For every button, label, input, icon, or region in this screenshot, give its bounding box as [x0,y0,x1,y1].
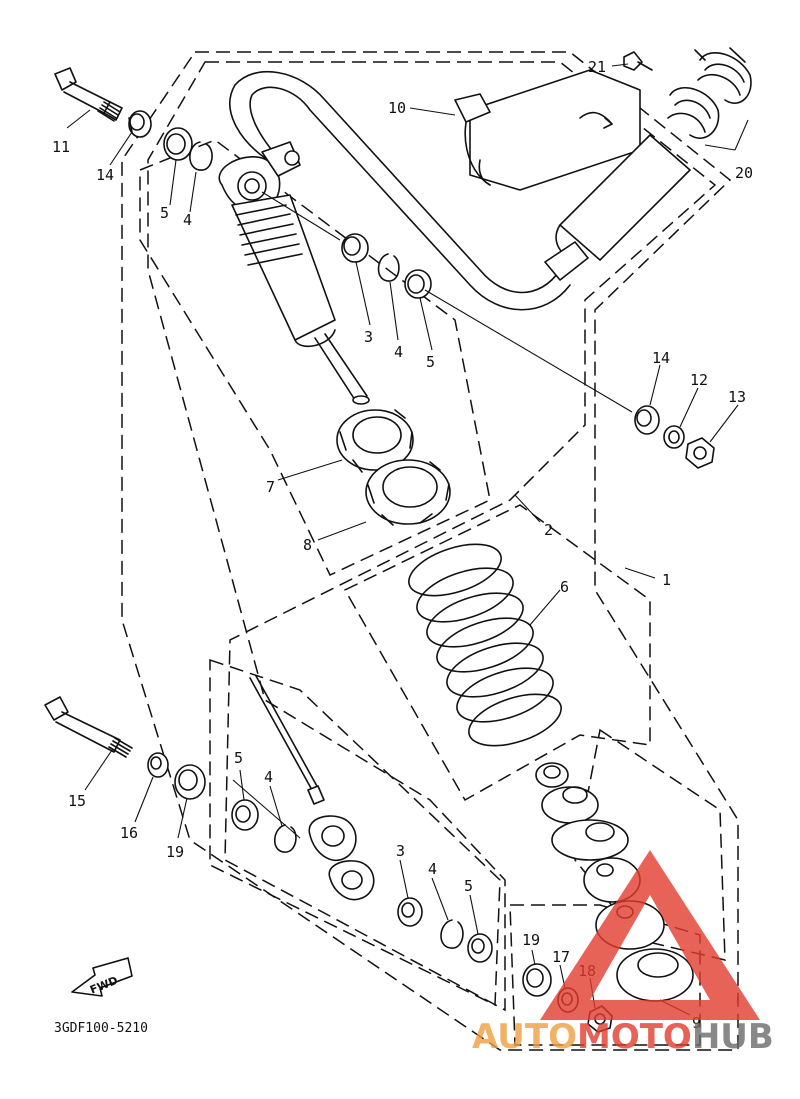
bolt-21 [623,51,653,71]
lower-mount-subassembly-boundary [209,658,501,1007]
shock-absorber-body [218,70,571,405]
watermark-part-auto: AUTO [472,1017,577,1057]
callout-19-left: 19 [166,843,184,861]
callout-14-upper: 14 [96,166,114,184]
callout-16: 16 [120,824,138,842]
spring-seat-parts [535,762,665,950]
watermark-part-hub: HUB [692,1017,774,1057]
callout-4-upper-left: 4 [183,211,192,229]
nut-13 [685,437,715,469]
spacer-19-left [174,764,206,800]
diagram-code: 3GDF100-5210 [54,1021,148,1036]
callout-6: 6 [560,578,569,596]
callout-1: 1 [662,571,671,589]
watermark-part-moto: MOTO [577,1017,692,1057]
automotohub-watermark: AUTOMOTOHUB [472,850,774,1057]
callout-20: 20 [735,164,753,182]
washer-14-right [634,405,660,435]
callout-11: 11 [52,138,70,156]
callout-15: 15 [68,792,86,810]
callout-13: 13 [728,388,746,406]
washer-16 [147,752,169,778]
callout-3-upper: 3 [364,328,373,346]
callout-2: 2 [544,521,553,539]
callout-4-lower-left: 4 [264,768,273,786]
washer-14-upper [128,110,152,138]
callout-7: 7 [266,478,275,496]
callout-5-upper-right: 5 [426,353,435,371]
bushing-3-upper [341,233,369,263]
reservoir-clamp-20 [667,47,752,139]
callout-10: 10 [388,99,406,117]
coil-spring-6 [408,543,562,747]
spring-subassembly-boundary [343,504,651,802]
callout-3-lower: 3 [396,842,405,860]
circlip-4-upper-right [377,253,400,282]
watermark-triangle-icon [540,850,760,1020]
circlip-4-upper-left [189,141,213,171]
callout-9: 9 [692,1014,701,1032]
callout-19-right: 19 [522,931,540,949]
forward-direction-indicator: FWD [71,957,133,997]
washer-12 [663,425,685,449]
callout-5-lower-left: 5 [234,749,243,767]
callout-12: 12 [690,371,708,389]
callout-4-upper-right: 4 [394,343,403,361]
bearing-5-upper-left [163,127,193,161]
lock-nut-8 [365,459,451,526]
lower-bearing-parts [231,675,493,963]
callout-5-upper-left: 5 [160,204,169,222]
callout-14-right: 14 [652,349,670,367]
upper-mount-bolt [54,67,123,122]
callout-17: 17 [552,948,570,966]
callout-8: 8 [303,536,312,554]
callout-21: 21 [588,58,606,76]
callout-5-lower-right: 5 [464,877,473,895]
bearing-5-upper-right [404,269,432,299]
outer-assembly-boundary [121,51,739,1051]
shock-body-boundary [147,61,717,1012]
callout-4-lower-right: 4 [428,860,437,878]
fwd-arrow-icon [71,957,133,997]
bushing-subassembly-boundary [509,904,701,1046]
watermark-text: AUTOMOTOHUB [472,1017,774,1057]
lower-mount-bolt-15 [44,696,133,758]
reservoir-10 [454,69,691,281]
